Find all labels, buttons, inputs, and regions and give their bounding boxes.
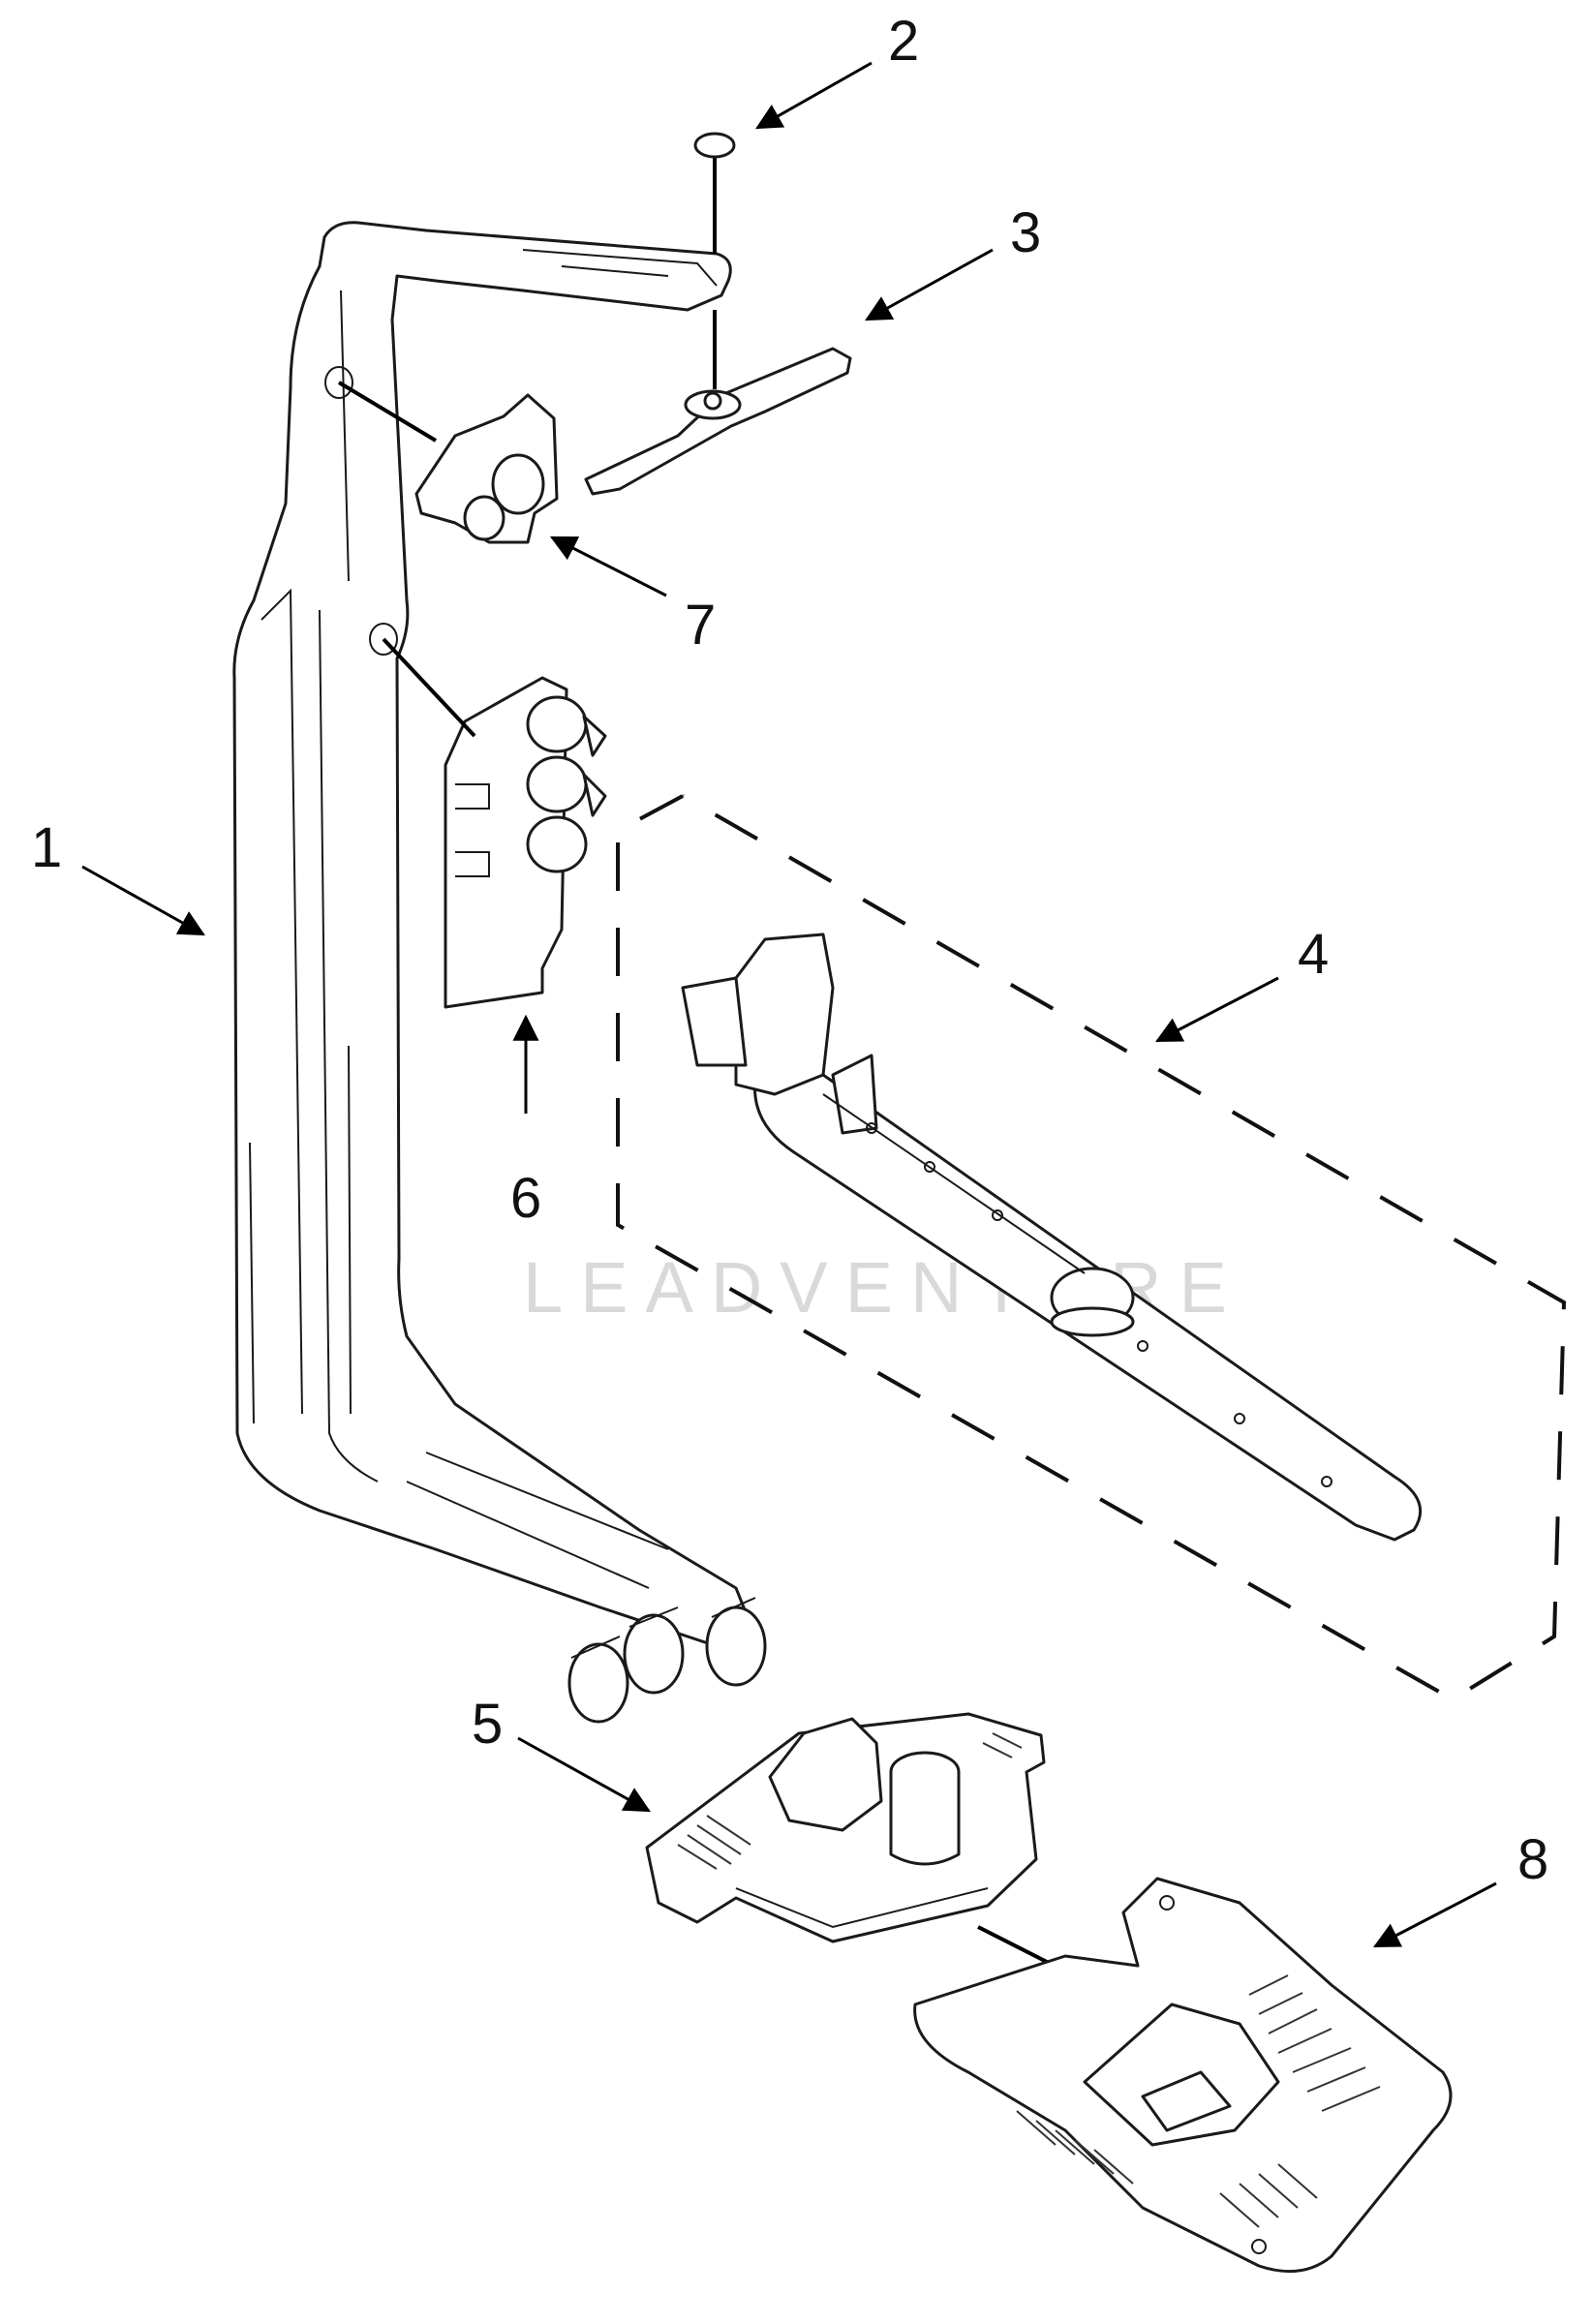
callout-4: 4: [1298, 923, 1329, 986]
part-1-supply-tube: [232, 221, 767, 1724]
leader-arrows: [81, 61, 1497, 1948]
callout-2: 2: [888, 10, 919, 73]
callout-8: 8: [1517, 1828, 1548, 1891]
callout-5: 5: [472, 1693, 503, 1756]
leader-5: [517, 1736, 651, 1813]
leader-1: [81, 865, 205, 936]
callout-1: 1: [31, 816, 62, 879]
leader-4: [1155, 976, 1279, 1043]
part-3-upper-spray-arm: [584, 310, 852, 496]
part-8-sump-plate: [913, 1877, 1453, 2274]
callout-6: 6: [510, 1167, 541, 1230]
leader-2: [755, 61, 873, 130]
tube-inlet-nozzles: [567, 1597, 767, 1724]
callout-3: 3: [1010, 201, 1041, 264]
part-6-valve-assembly: [382, 637, 607, 1009]
part-4-group-outline: [616, 794, 1567, 1702]
leader-3: [865, 248, 994, 321]
leader-8: [1373, 1881, 1497, 1948]
part-4-lower-spray-arm: [681, 933, 1423, 1542]
part-2-screw: [693, 132, 736, 254]
part-7-valve-bracket: [337, 381, 559, 544]
part-5-pump-base: [645, 1712, 1113, 1997]
callout-7: 7: [685, 594, 716, 657]
leader-7: [549, 535, 667, 597]
